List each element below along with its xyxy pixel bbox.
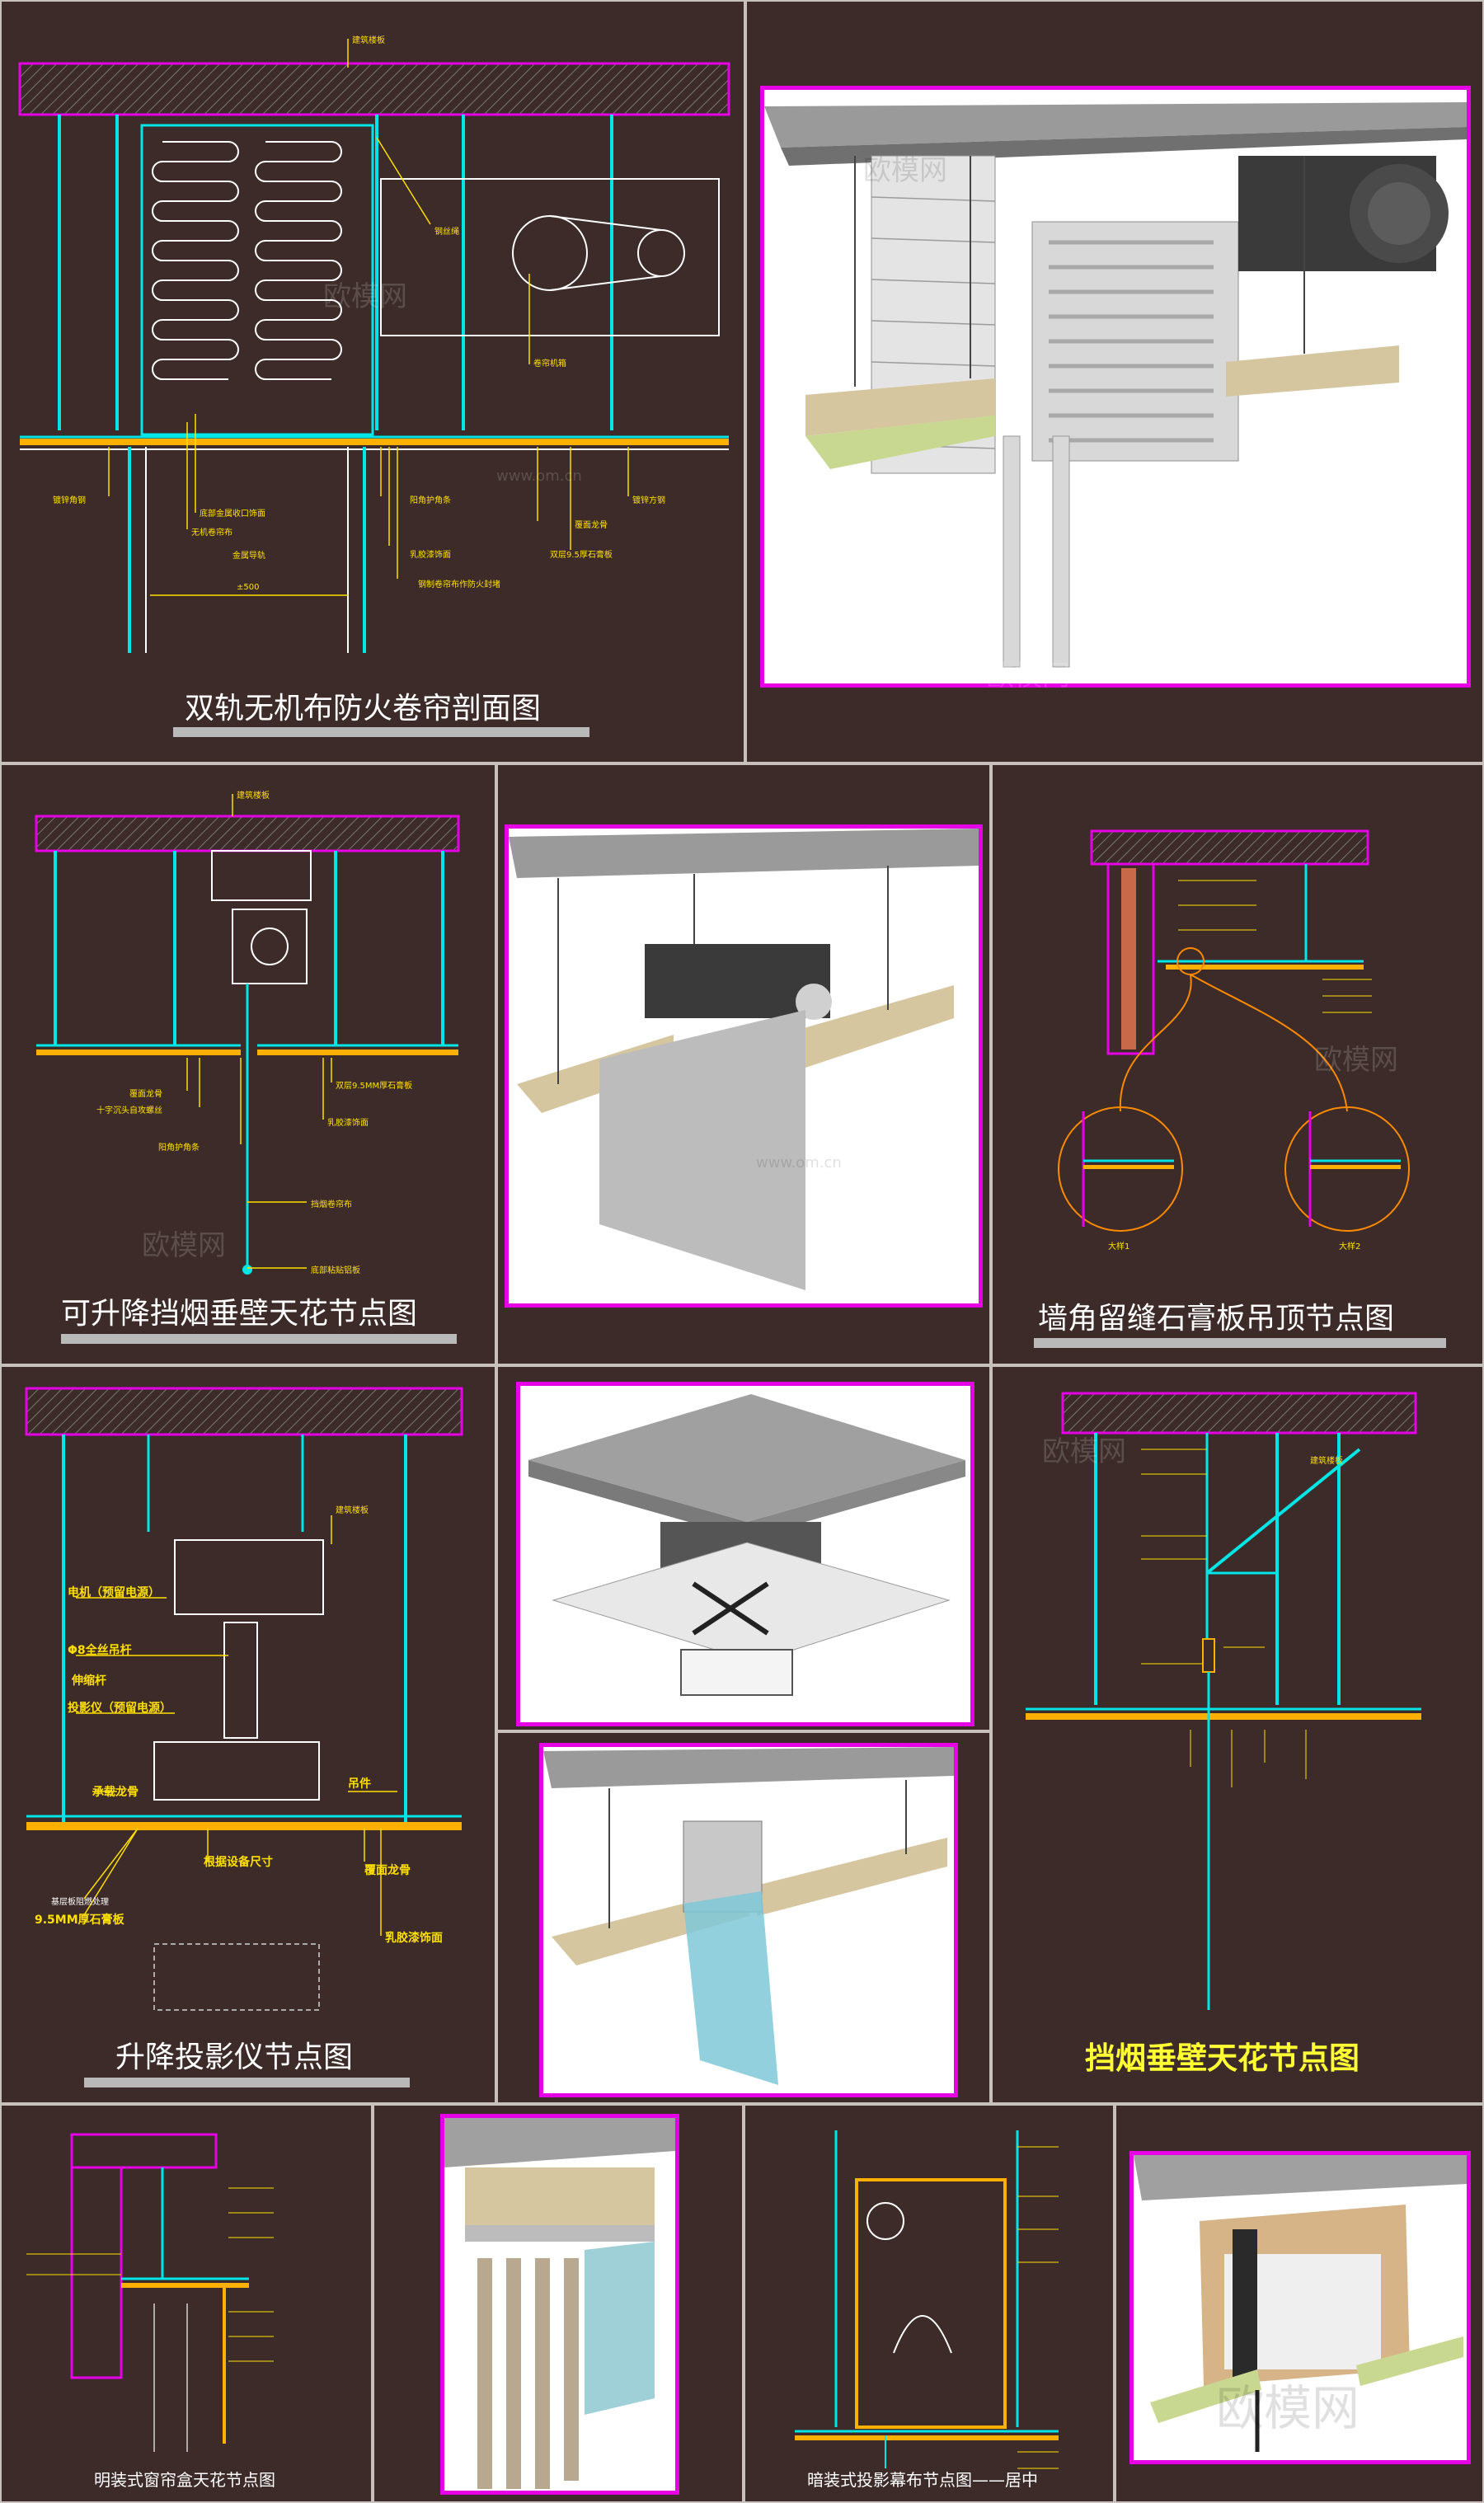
render-frame: 欧模网 — [760, 86, 1471, 688]
label-cover-keel: 覆面龙骨 — [364, 1864, 411, 1877]
label-wire-rope: 钢丝绳 — [434, 228, 459, 237]
panel-title: 双轨无机布防火卷帘剖面图 — [185, 692, 542, 726]
projector-drawing — [25, 1387, 463, 2011]
watermark: 欧模网 — [986, 660, 1070, 693]
panel-curtain-box-render — [373, 2104, 744, 2503]
projection-screen-drawing — [795, 2130, 1059, 2469]
label-gypsum: 双层9.5MM厚石膏板 — [336, 1082, 413, 1091]
label-screw: 十字沉头自攻螺丝 — [96, 1106, 162, 1115]
label-rod: Φ8全丝吊杆 — [68, 1644, 132, 1657]
panel-title: 明装式窗帘盒天花节点图 — [94, 2470, 275, 2490]
title-underbar — [1034, 1338, 1446, 1348]
panel-smoke-barrier-render: www.om.cn — [496, 763, 991, 1365]
label-angle-steel: 镀锌角钢 — [53, 496, 86, 505]
label-cover-keel: 覆面龙骨 — [575, 521, 608, 530]
label-detail-1: 大样1 — [1108, 1242, 1130, 1252]
projector-3d — [528, 1394, 965, 1696]
label-metal-rail: 金属导轨 — [232, 552, 265, 561]
label-corner-strip: 阳角护角条 — [410, 496, 451, 505]
wall-corner-drawing — [1058, 829, 1410, 1232]
watermark: 欧模网 — [1216, 2380, 1360, 2436]
label-base-board: 基层板阻燃处理 — [51, 1898, 109, 1907]
label-gypsum-double: 双层9.5厚石膏板 — [550, 551, 613, 560]
watermark-url: www.om.cn — [496, 467, 582, 485]
render-frame: www.om.cn — [505, 824, 983, 1308]
label-shutter-box: 卷帘机箱 — [533, 359, 566, 369]
panel-smoke-wall-render — [496, 1731, 991, 2104]
panel-projection-screen-section: 暗装式投影幕布节点图——居中 — [744, 2104, 1115, 2503]
smoke-barrier-drawing — [35, 794, 460, 1275]
label-paint: 乳胶漆饰面 — [385, 1932, 443, 1945]
curtain-box-3d — [444, 2118, 675, 2489]
watermark: 欧模网 — [1042, 1435, 1126, 1468]
label-square-steel: 镀锌方钢 — [632, 496, 665, 505]
render-frame — [516, 1382, 974, 1726]
label-hanger: 吊件 — [348, 1777, 371, 1791]
panel-projection-screen-render: 欧模网 — [1115, 2104, 1484, 2503]
projection-screen-3d — [1134, 2155, 1467, 2452]
label-telescopic: 伸缩杆 — [72, 1674, 106, 1688]
label-fabric: 无机卷帘布 — [191, 528, 232, 538]
label-aluminium: 底部粘贴铝板 — [311, 1266, 360, 1275]
curtain-box-drawing — [26, 2133, 274, 2452]
fire-shutter-drawing — [18, 39, 730, 653]
label-building-slab: 建筑楼板 — [1310, 1457, 1343, 1466]
label-motor: 电机（预留电源） — [68, 1586, 160, 1599]
label-projector: 投影仪（预留电源） — [68, 1702, 171, 1715]
panel-title: 升降投影仪节点图 — [115, 2040, 354, 2074]
label-corner-strip: 阳角护角条 — [158, 1143, 200, 1153]
panel-title: 暗装式投影幕布节点图——居中 — [807, 2470, 1038, 2490]
label-paint: 乳胶漆饰面 — [327, 1119, 369, 1128]
panel-title: 可升降挡烟垂壁天花节点图 — [61, 1297, 418, 1331]
panel-fire-shutter-render: 欧模网 欧模网 — [745, 0, 1484, 763]
panel-projector-section: 建筑楼板 电机（预留电源） Φ8全丝吊杆 伸缩杆 投影仪（预留电源） 承载龙骨 … — [0, 1365, 496, 2104]
label-fire-seal: 钢制卷帘布作防火封堵 — [418, 580, 500, 589]
panel-curtain-box-section: 明装式窗帘盒天花节点图 — [0, 2104, 373, 2503]
panel-title: 墙角留缝石膏板吊顶节点图 — [1038, 1302, 1395, 1336]
label-bottom-trim: 底部金属收口饰面 — [200, 510, 265, 519]
label-detail-2: 大样2 — [1339, 1242, 1361, 1252]
watermark: 欧模网 — [142, 1229, 226, 1262]
label-building-slab: 建筑楼板 — [336, 1506, 369, 1515]
panel-smoke-wall-section: 建筑楼板 欧模网 挡烟垂壁天花节点图 — [991, 1365, 1484, 2104]
label-gypsum: 9.5MM厚石膏板 — [35, 1914, 124, 1927]
fire-shutter-3d — [764, 102, 1467, 668]
label-dimension: ±500 — [237, 583, 260, 592]
panel-projector-render — [496, 1365, 991, 1731]
label-latex-paint: 乳胶漆饰面 — [410, 551, 451, 560]
watermark: 欧模网 — [1314, 1044, 1398, 1077]
panel-smoke-barrier-section: 建筑楼板 覆面龙骨 十字沉头自攻螺丝 阳角护角条 双层9.5MM厚石膏板 乳胶漆… — [0, 763, 496, 1365]
render-frame — [539, 1743, 958, 2097]
panel-wall-corner-section: 大样1 大样2 欧模网 墙角留缝石膏板吊顶节点图 — [991, 763, 1484, 1365]
title-underbar — [84, 2078, 410, 2087]
smoke-barrier-3d — [509, 829, 979, 1290]
label-cover-keel: 覆面龙骨 — [129, 1090, 162, 1099]
label-bearing-keel: 承载龙骨 — [92, 1786, 139, 1799]
smoke-wall-3d — [543, 1747, 954, 2085]
label-building-slab: 建筑楼板 — [237, 791, 270, 801]
title-underbar — [61, 1334, 457, 1344]
watermark-url: www.om.cn — [756, 1154, 842, 1172]
render-frame: 欧模网 — [1129, 2151, 1471, 2464]
watermark: 欧模网 — [323, 280, 407, 313]
watermark: 欧模网 — [863, 154, 947, 187]
render-frame — [440, 2114, 679, 2495]
label-fabric: 挡烟卷帘布 — [311, 1200, 352, 1209]
label-device-size: 根据设备尺寸 — [204, 1856, 273, 1869]
panel-fire-shutter-section: 建筑楼板 钢丝绳 卷帘机箱 镀锌角钢 底部金属收口饰面 无机卷帘布 金属导轨 阳… — [0, 0, 745, 763]
panel-title: 挡烟垂壁天花节点图 — [1085, 2040, 1360, 2076]
smoke-wall-drawing — [1026, 1392, 1421, 2010]
title-underbar — [173, 727, 589, 737]
label-building-slab: 建筑楼板 — [352, 36, 385, 45]
